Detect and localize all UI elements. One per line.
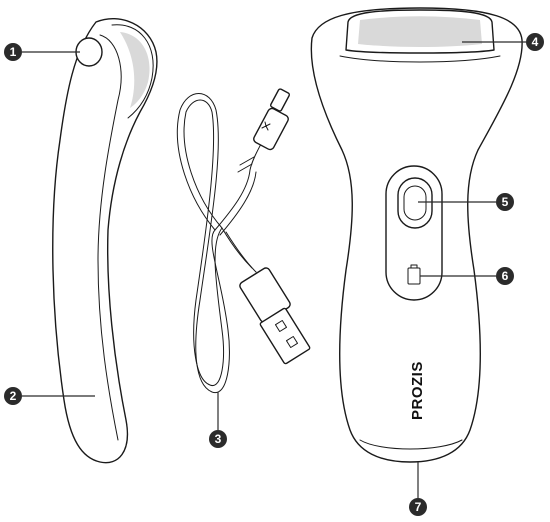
- device-front-view: PROZIS: [310, 7, 523, 463]
- usb-a-plug: [239, 267, 311, 365]
- callout-2: 2: [4, 387, 22, 405]
- callout-5: 5: [496, 193, 514, 211]
- callout-4-label: 4: [532, 35, 539, 49]
- callout-7-label: 7: [415, 500, 422, 514]
- callout-3-label: 3: [215, 432, 222, 446]
- callout-4: 4: [526, 33, 544, 51]
- callout-7: 7: [409, 498, 427, 516]
- callout-6: 6: [496, 267, 514, 285]
- callout-1: 1: [4, 43, 22, 61]
- device-side-view: [52, 17, 158, 464]
- micro-usb-plug: [253, 88, 290, 151]
- callout-1-label: 1: [10, 45, 17, 59]
- leader-lines: [22, 41, 526, 498]
- brand-logo: PROZIS: [409, 361, 426, 420]
- usb-symbol-icon: [261, 121, 271, 131]
- callout-6-label: 6: [502, 269, 509, 283]
- callout-5-label: 5: [502, 195, 509, 209]
- callout-2-label: 2: [10, 389, 17, 403]
- usb-cable: [176, 88, 311, 394]
- callout-3: 3: [209, 430, 227, 448]
